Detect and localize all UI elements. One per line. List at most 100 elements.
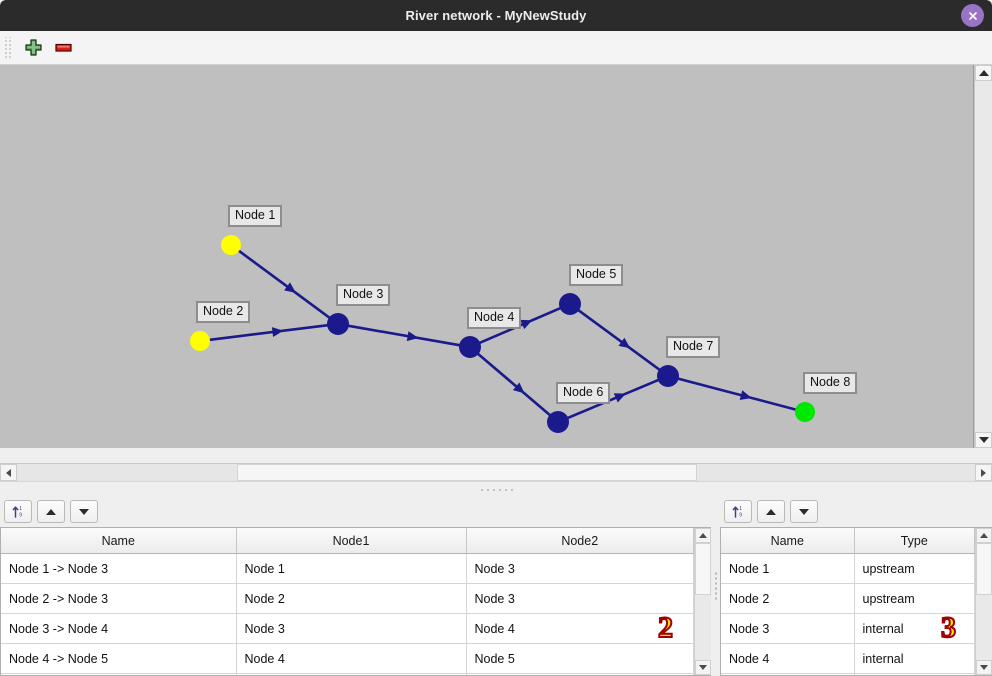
nodes-cell[interactable]: Node 1 (721, 553, 855, 584)
graph-edge[interactable] (476, 352, 552, 417)
links-cell-empty[interactable] (466, 673, 694, 675)
graph-hscroll-thumb[interactable] (237, 464, 697, 481)
graph-node-node-5[interactable] (559, 293, 581, 315)
nodes-cell[interactable]: internal (854, 643, 975, 674)
node-label-node-1[interactable]: Node 1 (228, 205, 283, 227)
links-scroll-down-button[interactable] (695, 660, 711, 675)
nodes-scroll-down-button[interactable] (976, 660, 992, 675)
graph-node-node-8[interactable] (795, 402, 815, 422)
graph-vscroll-track[interactable] (975, 81, 992, 432)
links-cell-empty[interactable] (236, 673, 467, 675)
nodes-column-header[interactable]: Type (854, 528, 975, 554)
node-label-node-7[interactable]: Node 7 (666, 336, 721, 358)
links-cell[interactable]: Node 4 (466, 613, 694, 644)
nodes-sort-button[interactable]: 1 9 (724, 500, 752, 523)
links-cell-empty[interactable] (1, 673, 237, 675)
node-label-node-8[interactable]: Node 8 (803, 372, 858, 394)
links-scroll-thumb[interactable] (695, 543, 711, 595)
nodes-cell[interactable]: internal (854, 613, 975, 644)
scroll-down-button[interactable] (975, 432, 992, 448)
graph-node-node-7[interactable] (657, 365, 679, 387)
graph-vertical-scrollbar[interactable] (974, 65, 992, 448)
edge-arrow-icon (613, 393, 626, 403)
nodes-move-up-button[interactable] (757, 500, 785, 523)
nodes-cell[interactable]: Node 2 (721, 583, 855, 614)
links-column-header[interactable]: Name (1, 528, 237, 554)
links-cell[interactable]: Node 3 (466, 583, 694, 614)
table-row-empty[interactable] (1, 673, 694, 675)
links-move-up-button[interactable] (37, 500, 65, 523)
nodes-cell-empty[interactable] (721, 673, 855, 675)
links-cell[interactable]: Node 3 (466, 553, 694, 584)
links-cell[interactable]: Node 1 (236, 553, 467, 584)
links-cell[interactable]: Node 5 (466, 643, 694, 674)
nodes-cell[interactable]: upstream (854, 553, 975, 584)
graph-edge[interactable] (577, 308, 661, 372)
graph-node-node-1[interactable] (221, 235, 241, 255)
nodes-scroll-thumb[interactable] (976, 543, 992, 595)
nodes-cell-empty[interactable] (854, 673, 975, 675)
graph-edge[interactable] (347, 324, 461, 347)
edge-arrow-icon (284, 282, 296, 293)
graph-edge[interactable] (566, 378, 660, 420)
links-cell[interactable]: Node 3 -> Node 4 (1, 613, 237, 644)
graph-node-node-3[interactable] (327, 313, 349, 335)
links-cell[interactable]: Node 4 (236, 643, 467, 674)
nodes-cell[interactable]: Node 4 (721, 643, 855, 674)
links-scroll-track[interactable] (695, 543, 711, 660)
nodes-move-down-button[interactable] (790, 500, 818, 523)
links-cell[interactable]: Node 1 -> Node 3 (1, 553, 237, 584)
links-table-scrollbar[interactable] (694, 528, 711, 675)
nodes-scroll-up-button[interactable] (976, 528, 992, 543)
links-cell[interactable]: Node 2 (236, 583, 467, 614)
graph-edge[interactable] (677, 377, 797, 411)
links-scroll-up-button[interactable] (695, 528, 711, 543)
nodes-table-scrollbar[interactable] (975, 528, 992, 675)
river-network-canvas[interactable]: Node 1 Node 2 Node 3 Node 4 Node 5 Node 6 Node… (0, 65, 974, 448)
graph-edge[interactable] (237, 249, 331, 320)
graph-horizontal-scrollbar[interactable] (0, 463, 992, 481)
links-sort-button[interactable]: 1 9 (4, 500, 32, 523)
graph-node-node-4[interactable] (459, 336, 481, 358)
scroll-left-button[interactable] (0, 464, 17, 481)
scroll-right-button[interactable] (975, 464, 992, 481)
vertical-splitter[interactable] (711, 496, 720, 676)
node-label-node-3[interactable]: Node 3 (336, 284, 391, 306)
nodes-scroll-track[interactable] (976, 543, 992, 660)
links-cell[interactable]: Node 3 (236, 613, 467, 644)
nodes-column-header[interactable]: Name (721, 528, 855, 554)
graph-hscroll-track[interactable] (17, 464, 975, 481)
links-column-header[interactable]: Node2 (466, 528, 694, 554)
node-label-node-4[interactable]: Node 4 (467, 307, 522, 329)
links-cell[interactable]: Node 4 -> Node 5 (1, 643, 237, 674)
links-cell[interactable]: Node 2 -> Node 3 (1, 583, 237, 614)
table-row-empty[interactable] (721, 673, 975, 675)
scroll-up-button[interactable] (975, 65, 992, 81)
nodes-cell[interactable]: Node 3 (721, 613, 855, 644)
graph-edge[interactable] (208, 323, 329, 342)
graph-node-node-6[interactable] (547, 411, 569, 433)
node-label-node-2[interactable]: Node 2 (196, 301, 251, 323)
toolbar-drag-handle[interactable] (4, 36, 12, 59)
links-column-header[interactable]: Node1 (236, 528, 467, 554)
close-button[interactable] (961, 4, 984, 27)
graph-node-node-2[interactable] (190, 331, 210, 351)
edge-arrow-icon (406, 331, 419, 342)
add-node-button[interactable] (18, 34, 48, 62)
links-move-down-button[interactable] (70, 500, 98, 523)
node-label-node-6[interactable]: Node 6 (556, 382, 611, 404)
node-label-node-5[interactable]: Node 5 (569, 264, 624, 286)
nodes-cell[interactable]: upstream (854, 583, 975, 614)
horizontal-splitter[interactable] (0, 481, 992, 496)
remove-node-button[interactable] (48, 34, 78, 62)
